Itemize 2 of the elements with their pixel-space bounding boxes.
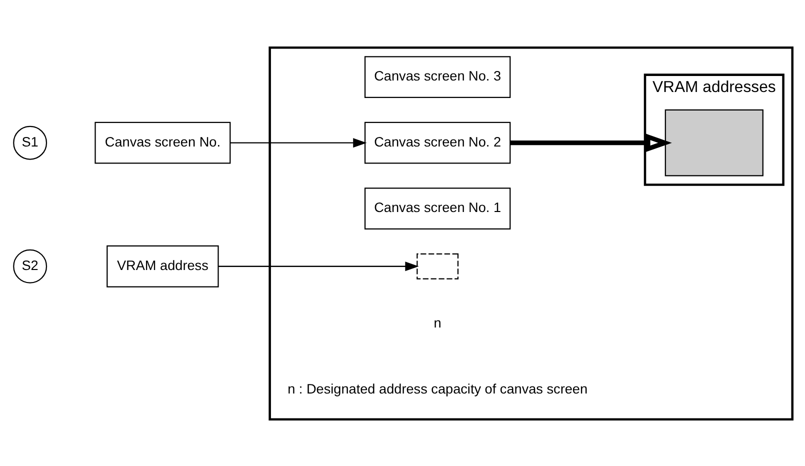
label: n : Designated address capacity of canvas screen — [287, 380, 588, 396]
label: n — [433, 315, 441, 330]
